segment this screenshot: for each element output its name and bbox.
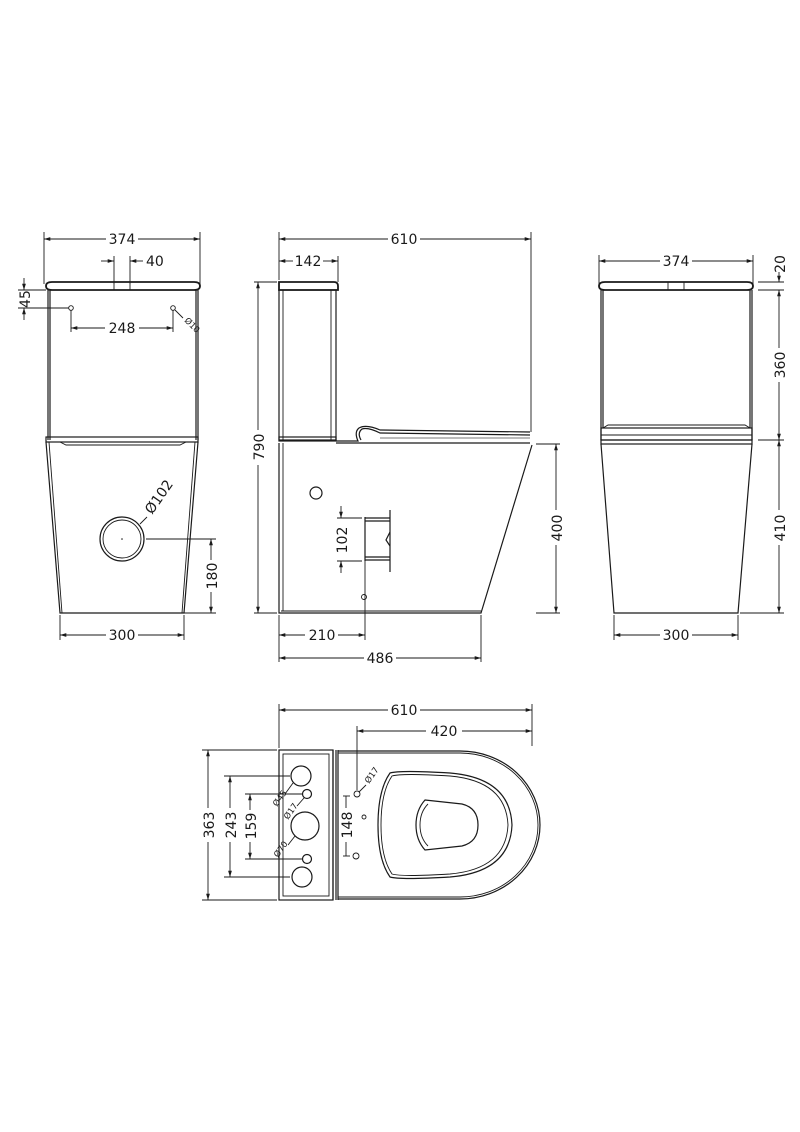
- rear-view: 374 20 360 410 300: [598, 254, 789, 644]
- dim-outlet-spacing: 159: [244, 813, 260, 840]
- dim-pan-height: 400: [550, 515, 566, 542]
- front-view: 374 40 45 248 Ø10 Ø102 180: [18, 232, 221, 644]
- side-pan: [278, 443, 533, 614]
- label-hole-b: Ø17: [281, 801, 300, 822]
- dim-lid-thickness: 20: [773, 255, 789, 273]
- waste-outlet: [99, 516, 145, 562]
- dim-rear-base-width: 300: [663, 628, 690, 644]
- dim-cistern-height: 360: [773, 352, 789, 379]
- dim-cistern-depth: 142: [295, 254, 322, 270]
- dim-seat-depth: 420: [431, 724, 458, 740]
- plan-cistern: [278, 749, 334, 901]
- dim-front-width: 374: [109, 232, 136, 248]
- side-view: 610 142 790 400 102 210 486: [252, 232, 566, 667]
- dim-button-width: 40: [146, 254, 164, 270]
- dim-lid-offset: 45: [18, 290, 34, 308]
- side-cistern-lid: [278, 281, 339, 291]
- dim-plan-fixing-spacing: 148: [340, 812, 356, 839]
- dim-waste-height: 180: [205, 563, 221, 590]
- plan-pan-outline: [338, 750, 541, 900]
- label-waste-diameter: Ø102: [142, 477, 177, 517]
- cistern-lid: [45, 281, 201, 291]
- dim-overall-height: 790: [252, 434, 268, 461]
- plan-view: 610 420 363 243 159 148 Ø45 Ø17: [202, 703, 541, 901]
- dim-outlet-height: 102: [335, 527, 351, 554]
- dim-pan-depth: 486: [367, 651, 394, 667]
- dim-rear-pan-height: 410: [773, 515, 789, 542]
- dim-plan-width: 363: [202, 812, 218, 839]
- dim-inlet-spacing: 243: [224, 812, 240, 839]
- dim-plan-depth: 610: [391, 703, 418, 719]
- label-plan-fixing-hole: Ø17: [362, 765, 381, 786]
- label-fixing-hole: Ø10: [182, 315, 202, 335]
- dim-front-base-width: 300: [109, 628, 136, 644]
- rear-pan: [600, 443, 753, 614]
- plan-seat: [377, 770, 513, 880]
- label-hole-c: Ø70: [271, 839, 290, 860]
- dim-rear-width: 374: [663, 254, 690, 270]
- rear-cistern-lid: [598, 281, 754, 291]
- side-seat: [336, 425, 531, 442]
- dim-fixing-spacing: 248: [109, 321, 136, 337]
- dim-outlet-distance: 210: [309, 628, 336, 644]
- dim-side-depth: 610: [391, 232, 418, 248]
- plan-bowl: [415, 799, 479, 851]
